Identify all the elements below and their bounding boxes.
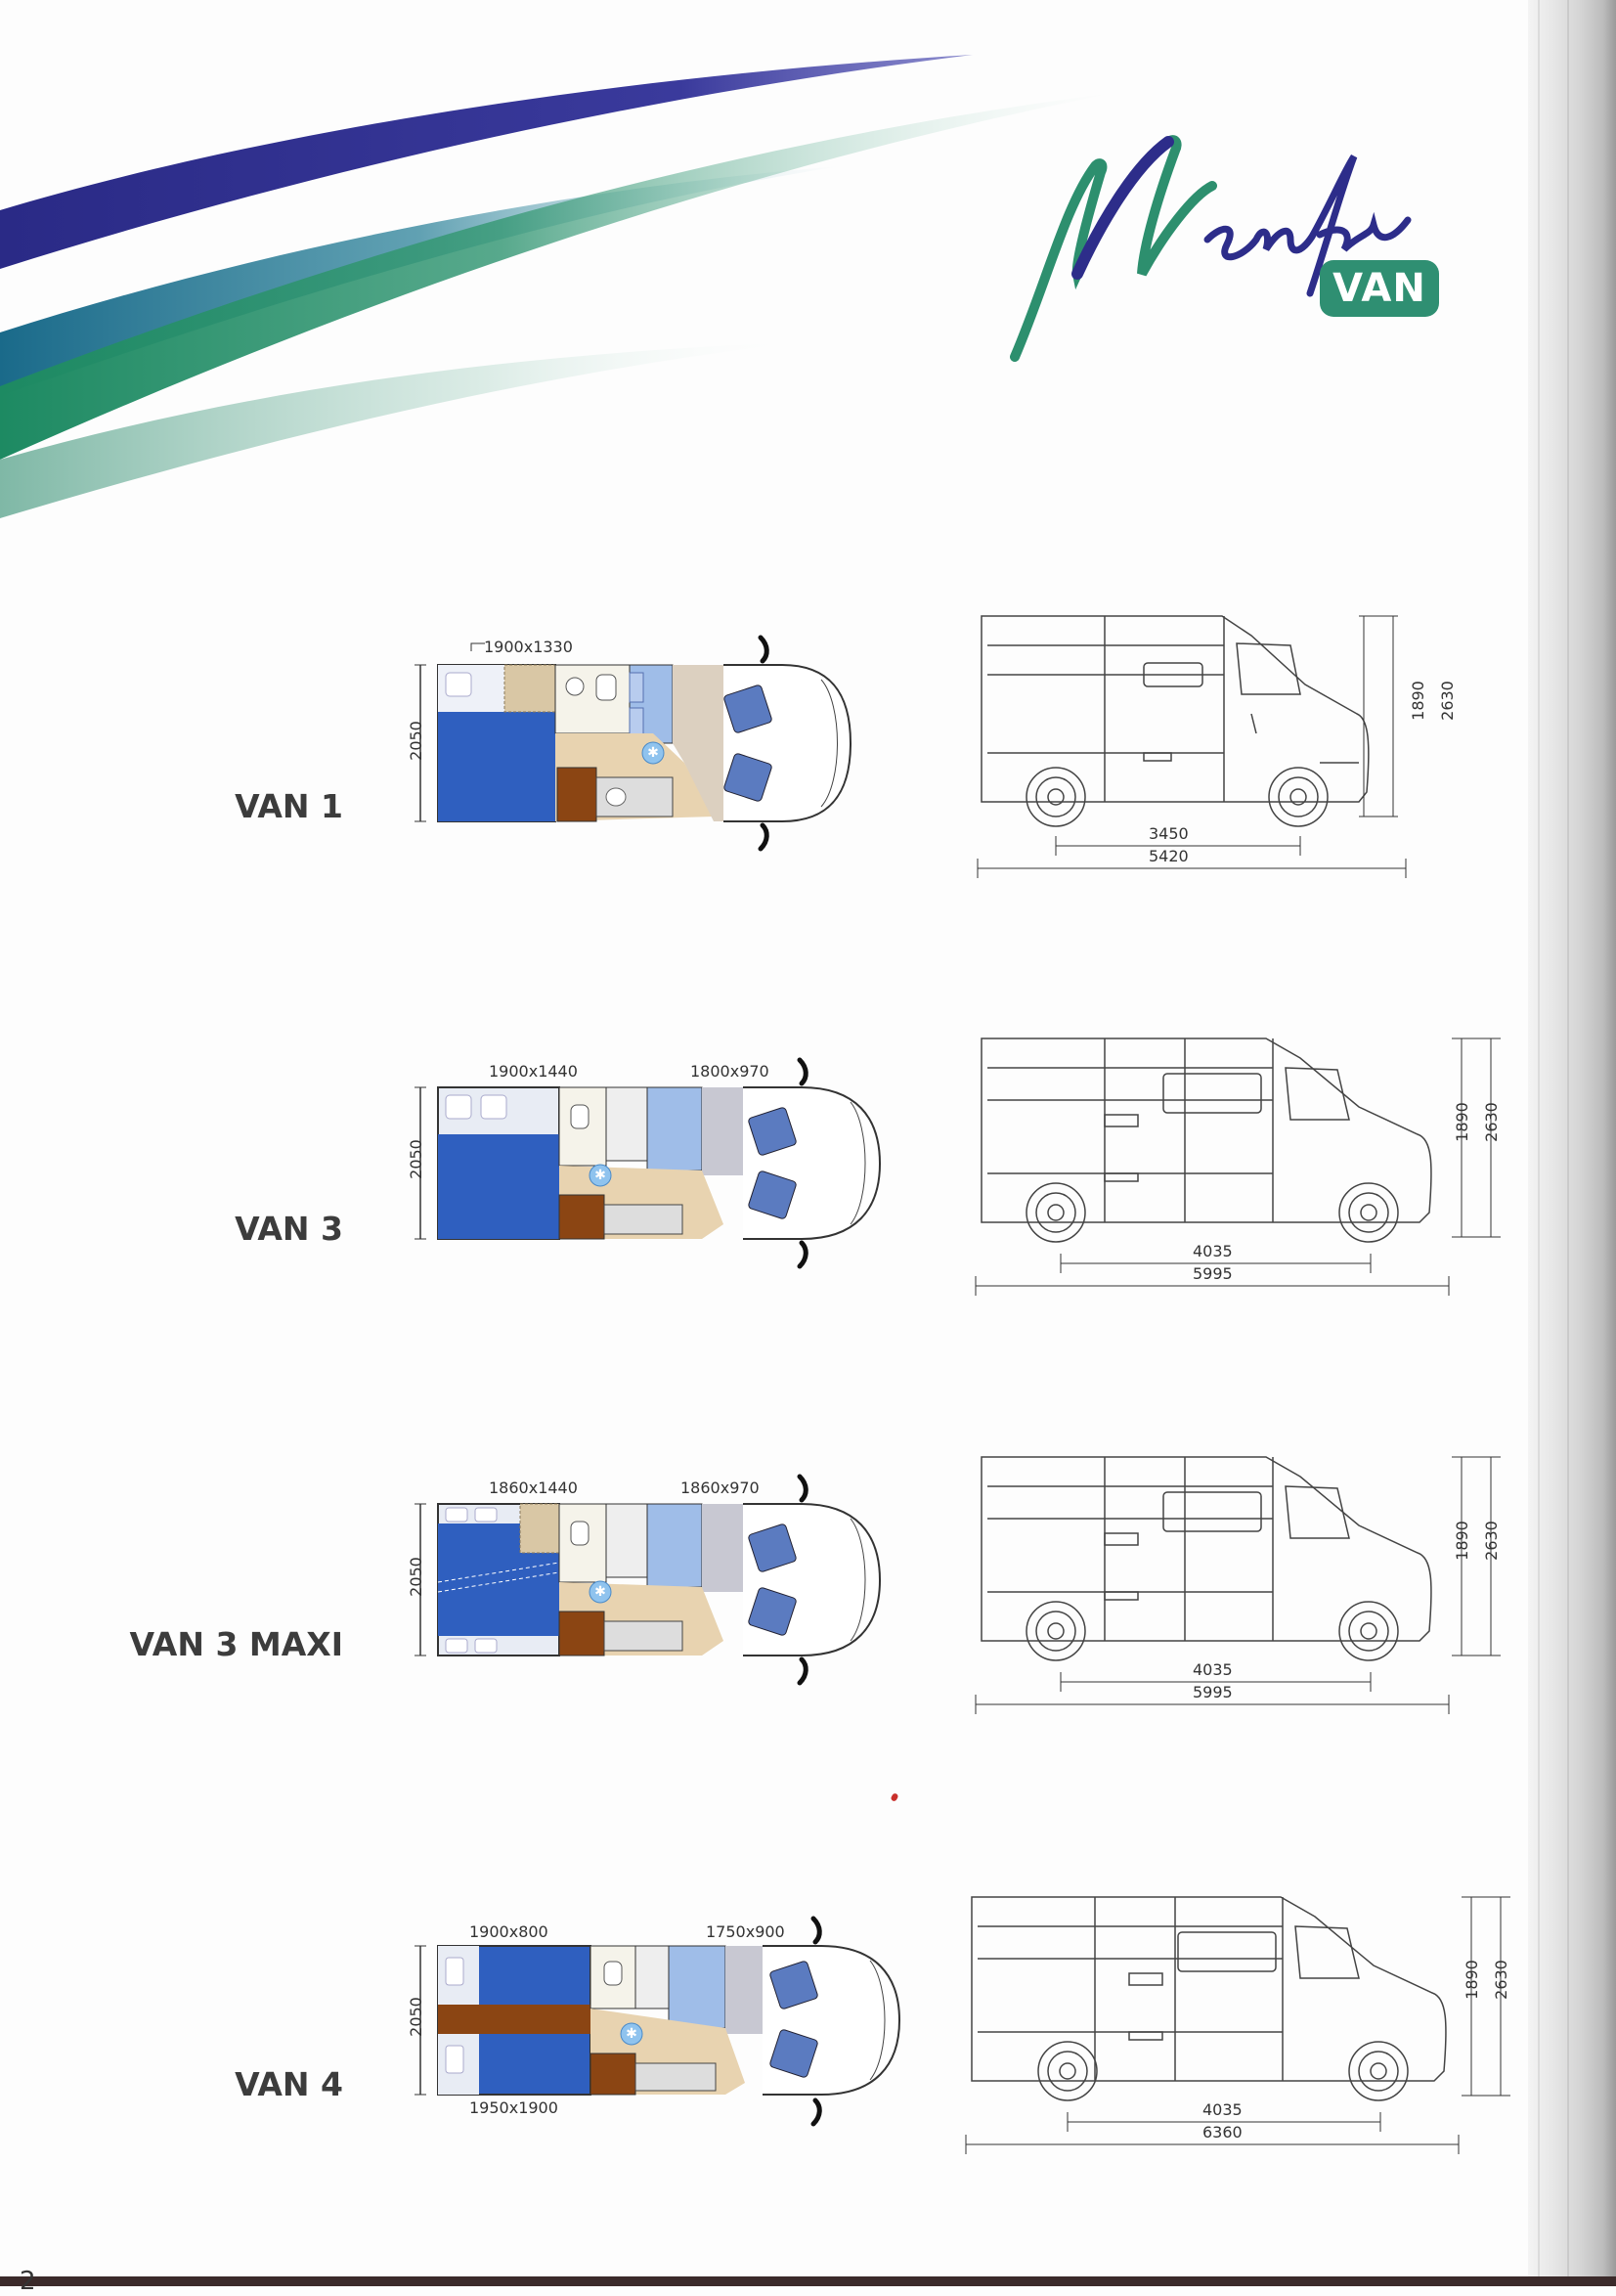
floorplan-van-3-maxi: ✱	[415, 1474, 882, 1686]
svg-text:✱: ✱	[626, 2025, 637, 2041]
height-inner-van-3-maxi: 1890	[1452, 1521, 1471, 1561]
print-mark	[890, 1792, 899, 1802]
page-bottom-edge	[0, 2276, 1616, 2286]
menfys-logo	[1007, 127, 1457, 362]
header-swoosh-graphic	[0, 55, 1114, 518]
floor-dim-van-3-b: 1800x970	[690, 1062, 769, 1081]
svg-text:✱: ✱	[594, 1583, 606, 1599]
svg-text:✱: ✱	[594, 1167, 606, 1182]
floor-dim-van-3-maxi-a: 1860x1440	[489, 1479, 578, 1497]
floor-width-van-3: 2050	[406, 1139, 425, 1179]
wheelbase-van-3-maxi: 4035	[1193, 1660, 1233, 1679]
length-van-4: 6360	[1202, 2123, 1243, 2141]
model-label-van-3-maxi: VAN 3 MAXI	[129, 1625, 344, 1663]
length-van-3-maxi: 5995	[1193, 1683, 1233, 1701]
floor-dim-van-3-a: 1900x1440	[489, 1062, 578, 1081]
height-total-van-3-maxi: 2630	[1481, 1521, 1501, 1561]
floor-dim-van-4-a: 1900x800	[469, 1922, 548, 1941]
height-inner-van-4: 1890	[1462, 1960, 1481, 2000]
sideview-van-3	[975, 1038, 1501, 1296]
height-inner-van-1: 1890	[1408, 681, 1427, 721]
model-label-van-3: VAN 3	[235, 1210, 343, 1248]
page-edge	[1528, 0, 1616, 2286]
height-total-van-4: 2630	[1491, 1960, 1510, 2000]
sideview-van-4	[965, 1896, 1510, 2154]
height-total-van-3: 2630	[1481, 1102, 1501, 1142]
wheelbase-van-1: 3450	[1149, 824, 1189, 843]
floorplan-van-4: ✱	[415, 1916, 901, 2127]
floor-dim-van-4-b: 1750x900	[706, 1922, 785, 1941]
floor-width-van-3-maxi: 2050	[406, 1557, 425, 1597]
sideview-van-3-maxi	[975, 1456, 1501, 1714]
floor-dim-van-1-a: 1900x1330	[484, 638, 573, 656]
height-inner-van-3: 1890	[1452, 1102, 1471, 1142]
page-number: 2	[20, 2267, 36, 2296]
height-total-van-1: 2630	[1437, 681, 1457, 721]
length-van-1: 5420	[1149, 847, 1189, 865]
floor-dim-van-3-maxi-b: 1860x970	[680, 1479, 760, 1497]
model-label-van-4: VAN 4	[235, 2065, 343, 2103]
van-badge: VAN	[1320, 260, 1439, 317]
floorplan-van-1: ✱	[415, 635, 852, 852]
floor-dim-van-4-c: 1950x1900	[469, 2098, 558, 2117]
floor-width-van-1: 2050	[406, 721, 425, 761]
svg-text:✱: ✱	[647, 744, 659, 760]
floor-width-van-4: 2050	[406, 1997, 425, 2037]
floorplan-van-3: ✱	[415, 1057, 882, 1269]
sideview-van-1	[977, 615, 1407, 878]
wheelbase-van-4: 4035	[1202, 2100, 1243, 2119]
length-van-3: 5995	[1193, 1264, 1233, 1283]
wheelbase-van-3: 4035	[1193, 1242, 1233, 1260]
model-label-van-1: VAN 1	[235, 787, 343, 825]
